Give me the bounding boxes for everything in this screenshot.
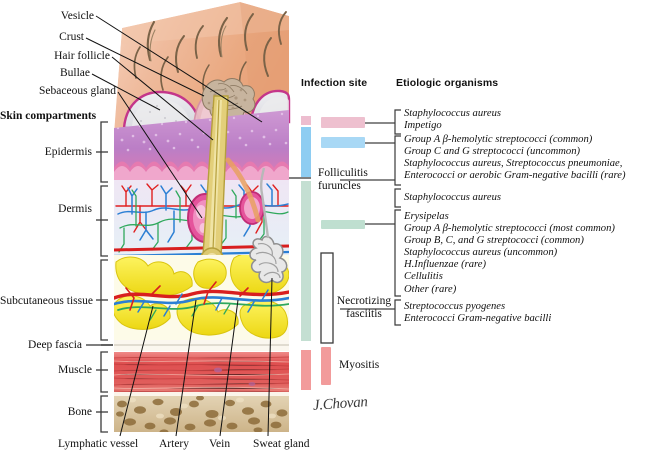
bottom-label-vein: Vein (209, 438, 231, 450)
callout-label-sebaceous-gland: Sebaceous gland (39, 85, 116, 97)
callout-label-bullae: Bullae (59, 67, 90, 79)
bottom-label-artery: Artery (159, 438, 190, 450)
organism-line: Staphylococcus aureus (uncommon) (404, 247, 558, 259)
organism-line: Group C and G streptococci (uncommon) (404, 146, 581, 158)
infection-site-label-folliculitis: Folliculitis furuncles (318, 167, 368, 193)
bottom-label-lymphatic-vessel: Lymphatic vessel (58, 438, 139, 450)
organism-line: Staphylococcus aureus, Streptococcus pne… (404, 158, 623, 170)
bottom-label-sweat-gland: Sweat gland (253, 438, 310, 450)
organism-line: Group B, C, and G streptococci (common) (404, 235, 584, 247)
muscle-depth (301, 350, 311, 390)
dermis-depth (301, 127, 311, 177)
folliculitis-line-2: furuncles (318, 179, 361, 192)
organism-line: H.Influenzae (rare) (404, 259, 486, 271)
organism-line: Impetigo (404, 120, 442, 132)
callout-leader-lines (85, 15, 263, 219)
callout-label-vesicle: Vesicle (60, 10, 94, 22)
organism-group-erysipelas: Erysipelas Group A β-hemolytic streptoco… (404, 211, 615, 296)
compartment-brackets (100, 121, 113, 433)
column-header-infection-site: Infection site (301, 77, 368, 89)
organism-group-necrotizing-fasciitis: Streptococcus pyogenes Enterococci Gram-… (404, 301, 551, 325)
organism-group-erysipelas-cellulitis: Group A β-hemolytic streptococci (common… (404, 134, 626, 182)
organism-connector-lines (340, 122, 395, 310)
muscle-layer (114, 352, 289, 396)
callout-label-crust: Crust (59, 31, 84, 43)
compartment-label-deep-fascia: Deep fascia (28, 339, 82, 351)
organism-line: Cellulitis (404, 271, 443, 283)
hair-shafts (133, 11, 287, 97)
organism-group-impetigo: Staphylococcus aureus Impetigo (404, 108, 501, 132)
folliculitis-line-1: Folliculitis (318, 167, 368, 179)
organism-line: Enterococci or aerobic Gram-negative bac… (404, 170, 626, 182)
infection-site-label-myositis: Myositis (339, 359, 380, 371)
callout-label-hair-follicle: Hair follicle (54, 50, 110, 62)
organism-group-folliculitis-furuncles: Staphylococcus aureus (404, 192, 501, 204)
organism-line: Enterococci Gram-negative bacilli (404, 313, 552, 325)
organism-line: Staphylococcus aureus (404, 108, 501, 119)
compartment-label-dermis: Dermis (58, 203, 92, 215)
myositis-swatch (321, 347, 331, 385)
organism-line: Group A β-hemolytic streptococci (common… (404, 134, 593, 145)
compartment-label-muscle: Muscle (58, 364, 92, 376)
organism-line: Erysipelas (404, 211, 449, 222)
erysipelas-blue-swatch (321, 137, 365, 148)
subcutis-depth (301, 181, 311, 341)
epidermis-depth (301, 116, 311, 125)
sweat-gland (249, 167, 288, 284)
cellulitis-swatch (321, 220, 365, 229)
compartment-tick-marks (86, 151, 101, 413)
compartment-label-epidermis: Epidermis (44, 146, 92, 158)
organism-line: Streptococcus pyogenes (404, 301, 506, 312)
skin-compartments-header: Skin compartments (0, 110, 97, 122)
necrotizing-line-2: fasciitis (346, 307, 382, 320)
deep-fascia-layer (114, 340, 289, 351)
organism-line: Group A β-hemolytic streptococci (most c… (404, 223, 615, 235)
column-header-etiologic-organisms: Etiologic organisms (396, 77, 499, 89)
infection-site-label-necrotizing-fasciitis: Necrotizing fasciitis (330, 295, 398, 321)
organism-line: Other (rare) (404, 283, 457, 295)
bone-layer (114, 396, 289, 432)
organism-brackets (394, 109, 401, 326)
necrotizing-line-1: Necrotizing (336, 295, 392, 307)
organism-line: Staphylococcus aureus (404, 192, 501, 203)
depth-gradient-bar (289, 116, 311, 390)
compartment-label-subcutaneous-tissue: Subcutaneous tissue (0, 295, 93, 307)
necrotizing-fasciitis-bracket-box (320, 252, 334, 344)
hair-follicle (199, 95, 261, 277)
impetigo-swatch (321, 117, 365, 128)
bottom-leader-lines (119, 277, 273, 437)
compartment-label-bone: Bone (67, 406, 92, 418)
infection-site-swatches (321, 117, 365, 385)
